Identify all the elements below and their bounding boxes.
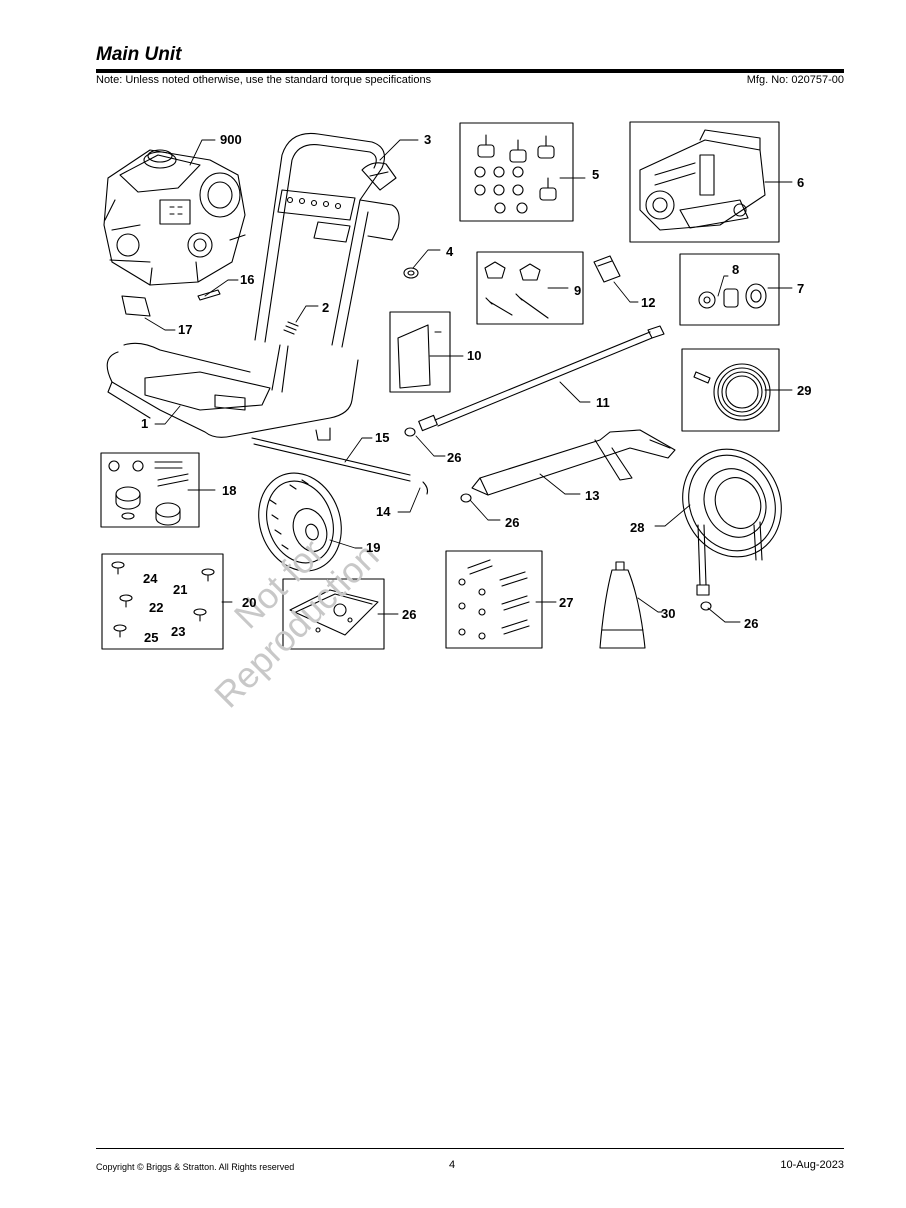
callout-26c: 26 (402, 607, 416, 622)
callout-numbers: 900 3 5 6 4 16 2 17 9 12 8 7 10 11 29 1 … (141, 132, 811, 645)
callout-2: 2 (322, 300, 329, 315)
box-5 (459, 122, 574, 222)
washer-26b (460, 493, 472, 503)
label-part-17 (121, 295, 151, 317)
callout-16: 16 (240, 272, 254, 287)
callout-19: 19 (366, 540, 380, 555)
callout-22: 22 (149, 600, 163, 615)
callout-9: 9 (574, 283, 581, 298)
mfg-number: Mfg. No: 020757-00 (746, 74, 844, 86)
screws-kit-20 (111, 561, 215, 638)
callout-10: 10 (467, 348, 481, 363)
boot-part-30 (599, 569, 646, 649)
page-title: Main Unit (96, 44, 182, 65)
bolts-kit-27 (458, 559, 530, 640)
callout-23: 23 (171, 624, 185, 639)
callout-900: 900 (220, 132, 242, 147)
label-part-16 (197, 289, 221, 301)
callout-6: 6 (797, 175, 804, 190)
callout-12: 12 (641, 295, 655, 310)
watermark: Not for Reproduction (206, 531, 386, 716)
page-number: 4 (449, 1159, 456, 1171)
box-18 (100, 452, 200, 528)
footer-rule (96, 1148, 844, 1149)
coupler-part-12 (593, 255, 621, 283)
nut-part (403, 267, 419, 279)
box-10 (389, 311, 451, 393)
callout-3: 3 (424, 132, 431, 147)
box-7 (679, 253, 780, 326)
callout-26d: 26 (744, 616, 758, 631)
washer-26d (700, 601, 712, 611)
callout-26a: 26 (447, 450, 461, 465)
callout-8: 8 (732, 262, 739, 277)
callout-27: 27 (559, 595, 573, 610)
knobs-bolts-9 (484, 261, 549, 319)
callout-17: 17 (178, 322, 192, 337)
callout-25: 25 (144, 630, 158, 645)
hardware-kit-18 (108, 460, 189, 526)
leader-lines (144, 139, 793, 623)
callout-5: 5 (592, 167, 599, 182)
spring-part (283, 321, 299, 335)
thermal-relief-7 (698, 283, 767, 309)
washer-26a (404, 427, 416, 437)
callout-14: 14 (376, 504, 391, 519)
box-27 (445, 550, 543, 649)
mount-plate-26 (289, 589, 379, 636)
callout-26b: 26 (505, 515, 519, 530)
callout-13: 13 (585, 488, 599, 503)
callout-30: 30 (661, 606, 675, 621)
lance-part-11 (418, 325, 665, 432)
callout-4: 4 (446, 244, 454, 259)
spray-gun-13 (471, 429, 676, 496)
callout-20: 20 (242, 595, 256, 610)
pump-illustration (639, 129, 766, 231)
callout-7: 7 (797, 281, 804, 296)
callout-1: 1 (141, 416, 148, 431)
decal-part-10 (397, 324, 431, 389)
hose-reel-28 (682, 448, 782, 596)
hose-coil-29 (693, 363, 771, 421)
footer-date: 10-Aug-2023 (780, 1159, 844, 1171)
callout-15: 15 (375, 430, 389, 445)
box-20 (101, 553, 224, 650)
callout-18: 18 (222, 483, 236, 498)
header-rule (96, 69, 844, 73)
callout-29: 29 (797, 383, 811, 398)
axle-part-15 (251, 437, 411, 482)
box-9 (476, 251, 584, 325)
vibration-mounts-5 (474, 134, 557, 214)
clip-part-14 (422, 481, 429, 495)
callout-28: 28 (630, 520, 644, 535)
torque-note: Note: Unless noted otherwise, use the st… (96, 74, 432, 86)
base-illustration (106, 342, 359, 441)
wheel-part-19 (258, 472, 342, 572)
callout-11: 11 (596, 395, 610, 410)
engine-illustration (103, 149, 246, 286)
callout-24: 24 (143, 571, 158, 586)
frame-illustration (254, 132, 400, 348)
callout-21: 21 (173, 582, 187, 597)
copyright-text: Copyright © Briggs & Stratton. All Right… (96, 1162, 295, 1172)
box-29 (681, 348, 780, 432)
